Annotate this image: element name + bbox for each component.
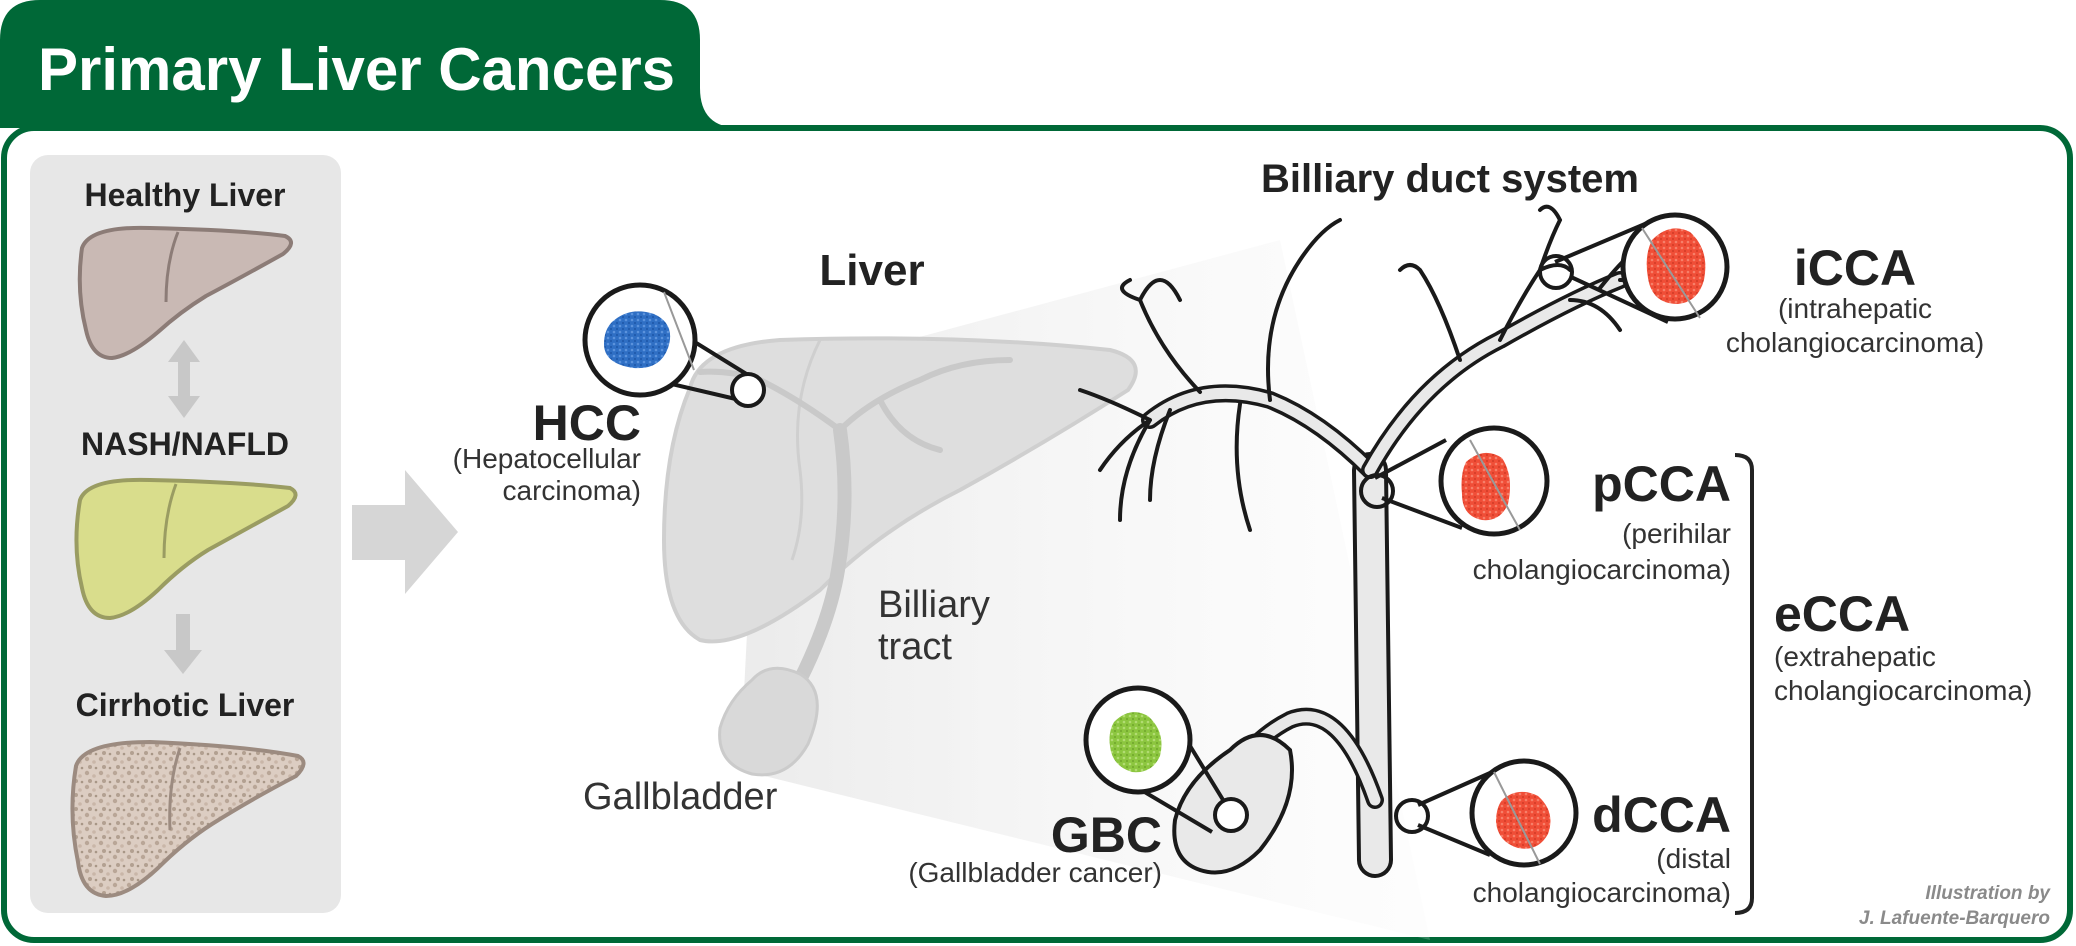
stage-label-healthy: Healthy Liver [85,177,286,213]
gbc-magnifier [1083,685,1249,834]
dcca-line2: cholangiocarcinoma) [1473,877,1731,908]
pcca-abbr: pCCA [1592,456,1731,512]
gallbladder-shape [718,666,819,777]
hcc-line1: (Hepatocellular [453,443,641,474]
ecca-line1: (extrahepatic [1774,641,1936,672]
icca-magnifier [1538,212,1730,324]
pcca-line1: (perihilar [1622,518,1731,549]
icca-line1: (intrahepatic [1778,293,1932,324]
pcca-tumor-icon [1461,452,1510,521]
cirrhotic-liver-icon [70,739,306,899]
liver-title: Liver [819,246,924,295]
stage-label-cirrhotic: Cirrhotic Liver [76,687,295,723]
dcca-line1: (distal [1656,843,1731,874]
credit-line1: Illustration by [1925,883,2051,904]
transition-arrow-icon [352,470,458,594]
ecca-abbr: eCCA [1774,586,1910,642]
gbc-abbr: GBC [1051,807,1162,863]
ecca-bracket [1734,453,1754,915]
dcca-tumor-icon [1496,791,1551,849]
liver-illustration [661,336,1138,777]
icca-abbr: iCCA [1794,240,1916,296]
progression-panel: Healthy Liver NASH/NAFLD Cirrhotic Liver [30,155,341,913]
credit-line2: J. Lafuente-Barquero [1859,908,2050,929]
hcc-line2: carcinoma) [503,475,641,506]
pcca-line2: cholangiocarcinoma) [1473,554,1731,585]
icca-line2: cholangiocarcinoma) [1726,327,1984,358]
icca-tumor-icon [1646,228,1706,304]
tract-label-line1: Billiary [878,584,990,626]
hcc-abbr: HCC [533,395,641,451]
healthy-liver-icon [77,225,293,361]
page-title: Primary Liver Cancers [38,36,675,103]
duct-system-title: Billiary duct system [1261,157,1639,201]
down-arrow-icon [164,614,202,674]
dcca-abbr: dCCA [1592,787,1731,843]
hcc-tumor-icon [604,311,671,369]
hcc-magnifier [582,282,766,408]
nash-liver-icon [74,477,298,621]
ecca-line2: cholangiocarcinoma) [1774,675,2032,706]
dcca-magnifier [1394,758,1579,868]
tract-label-line2: tract [878,626,952,668]
bidirectional-arrow-icon [168,340,200,418]
stage-label-nash: NASH/NAFLD [81,426,289,462]
pcca-magnifier [1359,425,1550,537]
gallbladder-label: Gallbladder [583,776,778,818]
gbc-tumor-icon [1109,712,1162,773]
gbc-line1: (Gallbladder cancer) [908,857,1162,888]
